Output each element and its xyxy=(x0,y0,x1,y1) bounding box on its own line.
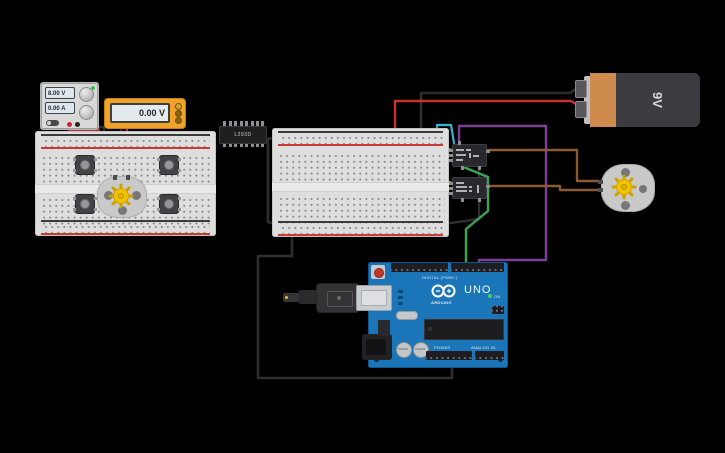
gearmotor-breadboard-gear-icon xyxy=(108,183,134,209)
l293d-chip[interactable]: L293D xyxy=(219,121,267,147)
gearmotor-output-terminal-2[interactable] xyxy=(598,188,603,192)
wire-relay2-to-motor-brown[interactable] xyxy=(483,184,603,192)
power-supply-switch[interactable] xyxy=(46,120,59,126)
on-led xyxy=(488,294,492,298)
usb-trident-icon xyxy=(337,296,341,300)
arduino-brand-label: ARDUINO xyxy=(431,300,452,305)
gearmotor-output-gear-icon xyxy=(611,174,637,200)
analog-header[interactable] xyxy=(475,351,504,360)
wire-relay-to-arduino-green[interactable] xyxy=(459,164,490,271)
breadboard-2-bank-a[interactable] xyxy=(276,151,445,182)
capacitor-2 xyxy=(413,342,429,358)
relay-module-2[interactable] xyxy=(449,177,490,202)
wire-relay1-to-arduino-purple[interactable] xyxy=(457,124,548,271)
battery-contact-plate xyxy=(584,76,591,124)
power-supply-voltage-knob[interactable] xyxy=(79,87,94,102)
power-supply-current-knob[interactable] xyxy=(79,105,94,120)
breadboard-1-bottom-rail[interactable] xyxy=(41,222,210,233)
usb-cable-cord xyxy=(298,290,318,304)
power-supply-positive-terminal[interactable] xyxy=(67,122,72,127)
arduino-uno[interactable]: DIGITAL (PWM~) UNO ARDUINO ON PO xyxy=(356,262,508,368)
gearmotor-breadboard-terminal-1[interactable] xyxy=(113,175,117,180)
power-supply-led xyxy=(91,86,95,90)
breadboard-2-bottom-rail[interactable] xyxy=(278,223,443,234)
l293d-label: L293D xyxy=(234,132,252,138)
wire-relay1-to-motor-brown[interactable] xyxy=(483,148,603,183)
power-supply-voltage-display: 8.00 V xyxy=(45,87,75,99)
multimeter[interactable]: 0.00 V xyxy=(104,98,186,129)
gearmotor-output-terminal-1[interactable] xyxy=(598,180,603,184)
power-supply-current-display: 0.00 A xyxy=(45,102,75,114)
arduino-logo-icon xyxy=(431,284,456,298)
usb-port[interactable] xyxy=(356,285,392,311)
capacitor-1 xyxy=(396,342,412,358)
wire-bb2-to-battery-positive[interactable] xyxy=(393,99,578,146)
power-jack[interactable] xyxy=(362,334,392,360)
wire-bb2-to-battery-negative[interactable] xyxy=(419,87,578,138)
battery-body[interactable] xyxy=(616,73,700,127)
battery-label: 9V xyxy=(650,92,666,108)
usb-cable-end[interactable] xyxy=(283,293,299,302)
uno-label: UNO xyxy=(464,284,492,296)
digital-header-left[interactable] xyxy=(391,263,448,272)
atmega328-chip[interactable] xyxy=(424,319,504,340)
power-supply[interactable]: 8.00 V 0.00 A xyxy=(40,82,99,130)
crystal-oscillator xyxy=(396,311,418,320)
multimeter-mode-button-3[interactable] xyxy=(175,117,182,124)
pushbutton-top-right[interactable] xyxy=(157,155,181,175)
voltage-regulator xyxy=(378,320,390,336)
l293d-chip-body: L293D xyxy=(219,126,267,144)
wire-bb2-to-arduino-gnd[interactable] xyxy=(256,232,454,380)
analog-header-label: ANALOG IN xyxy=(471,345,496,350)
relay-module-1[interactable] xyxy=(449,141,490,170)
power-header-label: POWER xyxy=(434,345,451,350)
icsp-header[interactable] xyxy=(492,306,504,314)
breadboard-1-top-rail[interactable] xyxy=(41,136,210,147)
breadboard-2-top-rail[interactable] xyxy=(278,133,443,144)
pushbutton-top-left[interactable] xyxy=(73,155,97,175)
multimeter-display: 0.00 V xyxy=(110,103,170,123)
gearmotor-breadboard-terminal-2[interactable] xyxy=(126,175,130,180)
digital-header-label: DIGITAL (PWM~) xyxy=(422,275,458,280)
digital-header-right[interactable] xyxy=(451,263,504,272)
power-supply-negative-terminal[interactable] xyxy=(75,122,80,127)
usb-cable-plug[interactable] xyxy=(316,283,360,313)
power-header[interactable] xyxy=(426,351,472,360)
battery-positive-terminal[interactable] xyxy=(575,80,587,98)
breadboard-2-bank-b[interactable] xyxy=(276,194,445,225)
on-led-label: ON xyxy=(494,294,501,299)
reset-button[interactable] xyxy=(371,265,385,279)
pushbutton-bottom-left[interactable] xyxy=(73,194,97,214)
pushbutton-bottom-right[interactable] xyxy=(157,194,181,214)
multimeter-mode-button-2[interactable] xyxy=(175,110,182,117)
multimeter-mode-button-1[interactable] xyxy=(175,103,182,110)
battery-band xyxy=(590,73,616,127)
battery-negative-terminal[interactable] xyxy=(575,101,587,118)
breadboard-2[interactable] xyxy=(272,128,449,237)
